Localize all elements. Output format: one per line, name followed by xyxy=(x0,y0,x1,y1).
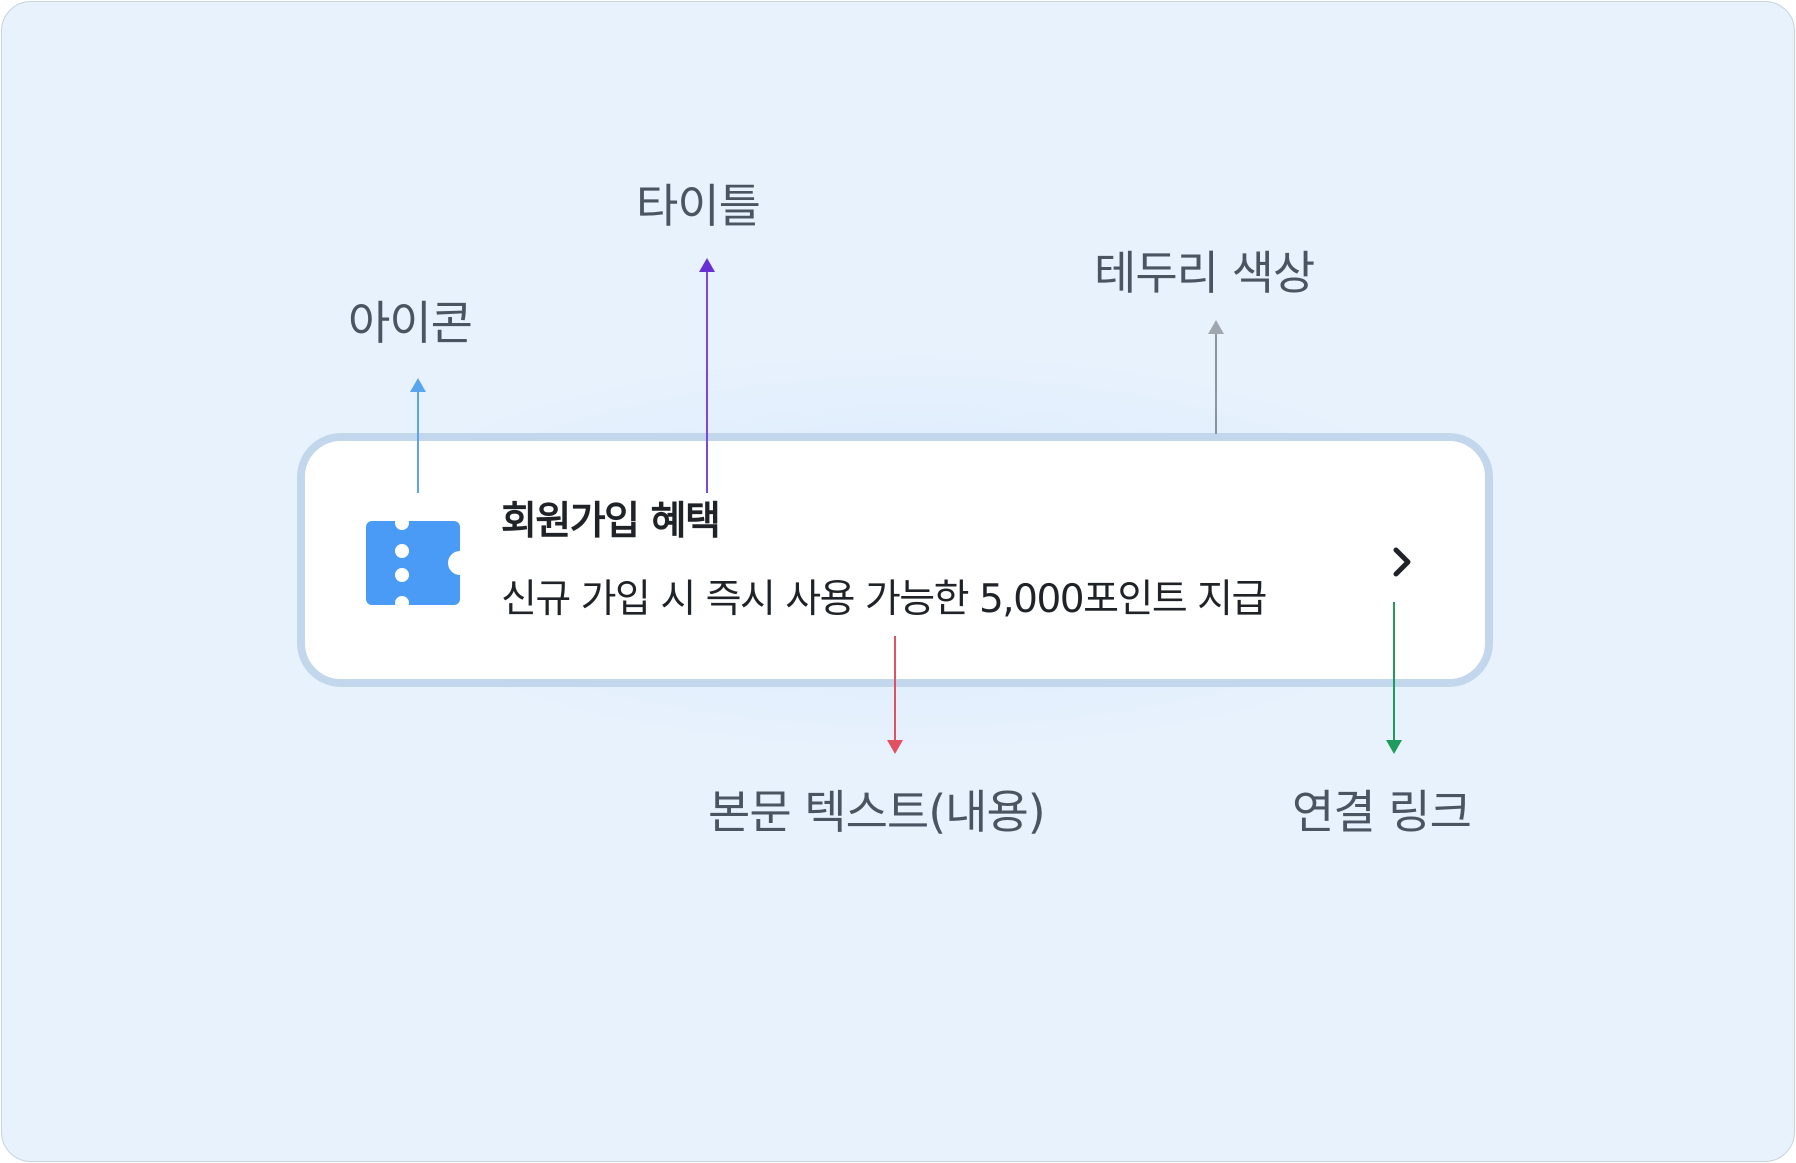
label-link: 연결 링크 xyxy=(1292,785,1472,839)
chevron-right-icon[interactable] xyxy=(1384,544,1420,580)
title-annotation xyxy=(511,258,748,495)
body-text-annotation xyxy=(511,634,1314,754)
label-body-text: 본문 텍스트(내용) xyxy=(708,785,1046,839)
icon-annotation xyxy=(359,378,478,495)
link-annotation xyxy=(1386,602,1402,754)
label-border-color: 테두리 색상 xyxy=(1094,246,1315,300)
label-title: 타이틀 xyxy=(636,179,761,233)
border-color-annotation xyxy=(1208,320,1224,434)
ticket-icon xyxy=(366,521,460,605)
label-icon: 아이콘 xyxy=(348,296,473,350)
card-title: 회원가입 혜택 xyxy=(501,499,721,544)
card-body-text: 신규 가입 시 즉시 사용 가능한 5,000포인트 지급 xyxy=(501,577,1267,622)
